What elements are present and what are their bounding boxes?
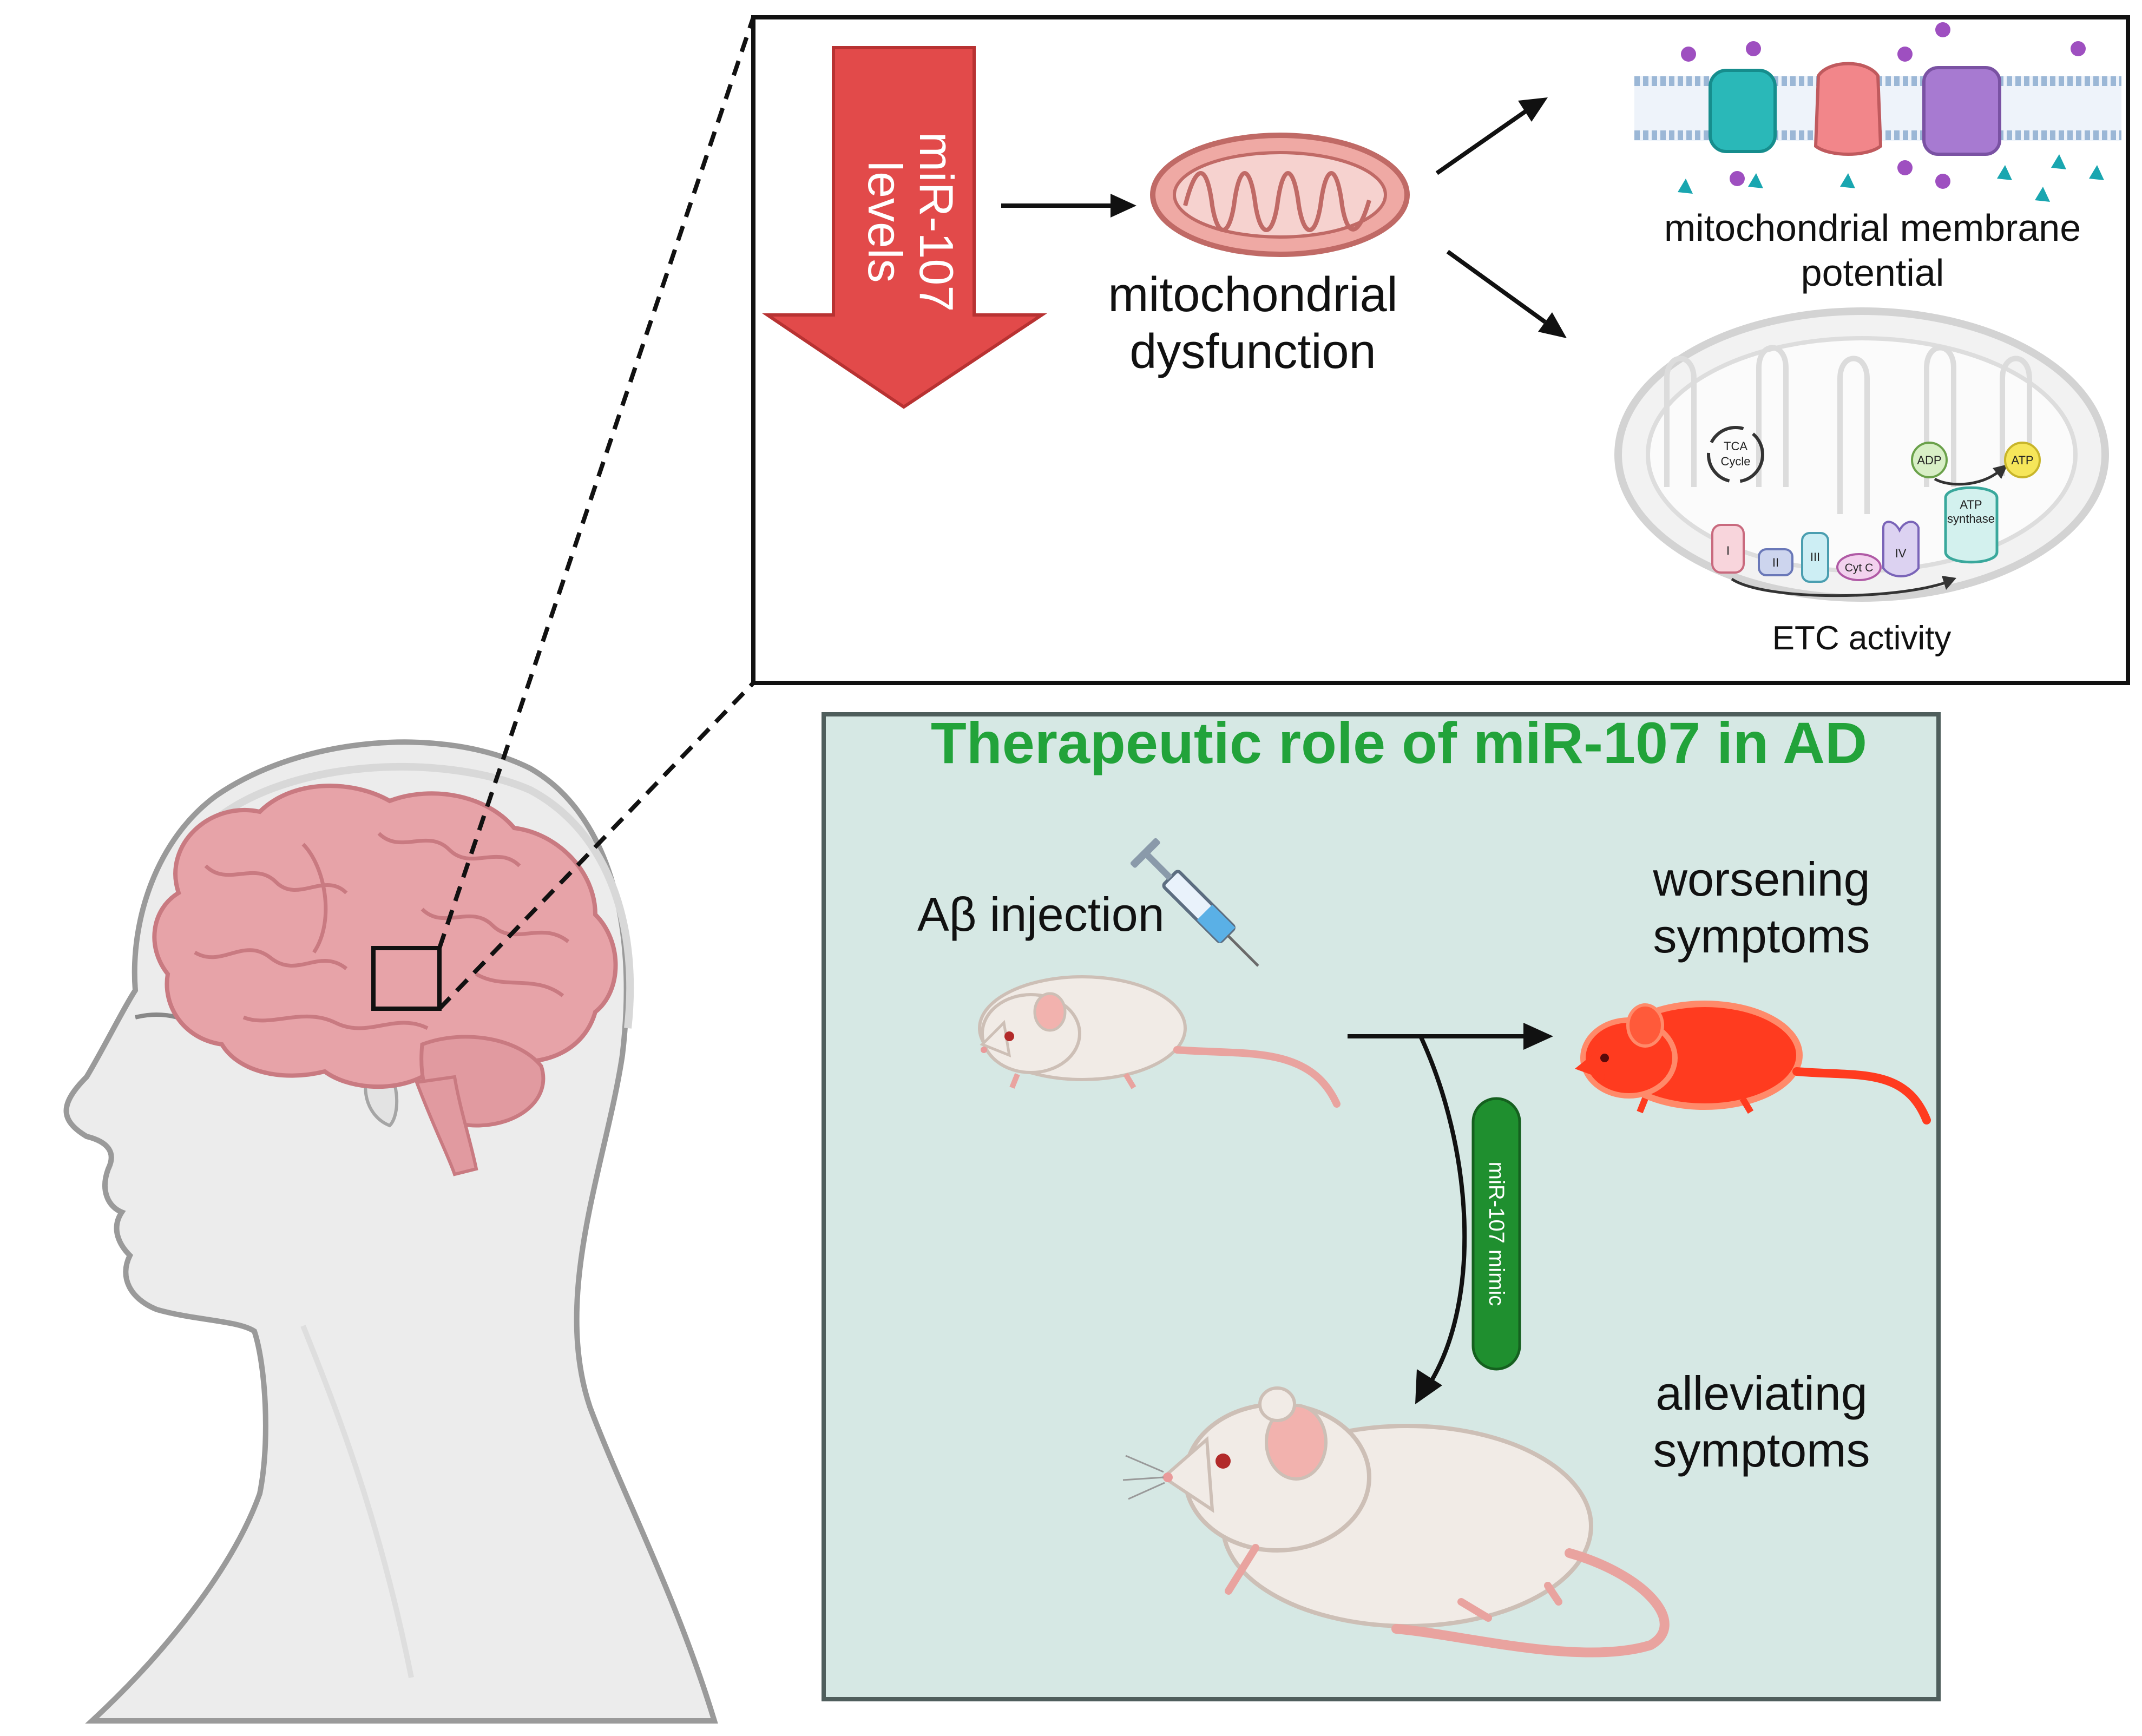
injection-label: Aβ injection (917, 887, 1165, 941)
mimic-pill (1471, 1097, 1521, 1371)
worsening-label-line2: symptoms (1653, 909, 1870, 963)
ion-channel-pink-icon (1814, 62, 1883, 156)
cyt-c-icon (1836, 553, 1882, 581)
etc-label: ETC activity (1772, 620, 1952, 657)
complex-1-icon (1711, 524, 1745, 574)
arrow-to-membrane (1435, 109, 1528, 175)
electron-flow-arrow (1731, 577, 1949, 597)
atp-label: ATP (2011, 453, 2033, 467)
membrane-label-line1: mitochondrial membrane (1664, 207, 2081, 249)
brain-gyri (194, 832, 570, 1030)
arrowhead-icon (1111, 194, 1136, 218)
therapeutic-panel: Therapeutic role of miR-107 in AD Aβ inj… (822, 710, 1941, 1701)
tca-label-line1: TCA (1724, 439, 1747, 453)
head-illustration (63, 739, 718, 1724)
arrowhead-icon (1523, 1023, 1553, 1050)
membrane-label-line2: potential (1801, 252, 1944, 294)
adp-label: ADP (1917, 453, 1941, 467)
mito-label-line1: mitochondrial (1108, 268, 1397, 322)
tca-label-line2: Cycle (1720, 455, 1750, 468)
complex-3-icon (1801, 532, 1829, 583)
cyt-c-label: Cyt C (1845, 562, 1874, 574)
brain-region-highlight (371, 946, 442, 1011)
arrow-to-alleviating (1418, 1035, 1467, 1387)
complex-2-icon (1758, 548, 1793, 576)
arrowhead-icon (1993, 464, 2008, 479)
arrowhead-icon (1518, 97, 1548, 122)
neck-shading (300, 1325, 414, 1678)
adp-to-atp-arrow (1934, 470, 2001, 486)
arrowhead-icon (1942, 576, 1956, 590)
skull-outline (203, 763, 634, 1029)
complex-4-label: IV (1895, 547, 1907, 560)
mouse-alleviated-icon (1122, 1386, 1670, 1658)
complex-3-label: III (1810, 550, 1820, 564)
zoom-line-upper (437, 16, 755, 949)
brain-icon (152, 784, 618, 1089)
mito-label-line2: dysfunction (1129, 325, 1376, 379)
therapeutic-title: Therapeutic role of miR-107 in AD (931, 710, 1867, 775)
mouse-injected-icon (978, 975, 1341, 1108)
down-arrow-icon (762, 46, 1047, 409)
alleviating-label-line2: symptoms (1653, 1423, 1870, 1477)
ion-channel-teal-icon (1709, 69, 1777, 153)
tca-cycle-icon (1707, 426, 1764, 483)
arrow-label-line1: miR-107 (910, 132, 963, 312)
arrow-to-etc (1446, 249, 1547, 324)
atp-synthase-label-line1: ATP (1960, 498, 1982, 511)
complex-4-icon (1882, 521, 1920, 577)
zoom-line-lower (438, 681, 755, 1010)
membrane-icon (1634, 22, 2121, 202)
mimic-label: miR-107 mimic (1484, 1162, 1508, 1306)
complex-2-label: II (1772, 556, 1779, 569)
complex-1-label: I (1726, 544, 1730, 557)
arrowhead-icon (1415, 1369, 1442, 1404)
worsening-label-line1: worsening (1652, 852, 1870, 906)
arrow-label-line2: levels (858, 161, 912, 283)
atp-icon (2004, 442, 2041, 478)
mouse-worsening-icon (1575, 1001, 1931, 1125)
arrowhead-icon (1538, 312, 1567, 338)
syringe-icon (1130, 838, 1259, 967)
adp-icon (1911, 442, 1948, 478)
alleviating-label-line1: alleviating (1655, 1366, 1867, 1420)
atp-synthase-icon (1944, 486, 1999, 564)
ion-channel-purple-icon (1922, 66, 2001, 156)
brainstem-icon (414, 1075, 478, 1176)
mechanism-panel: miR-107 levels mitochondrial dysfunction (751, 15, 2130, 685)
atp-synthase-label-line2: synthase (1947, 512, 1995, 525)
mitochondrion-icon (1150, 133, 1410, 257)
